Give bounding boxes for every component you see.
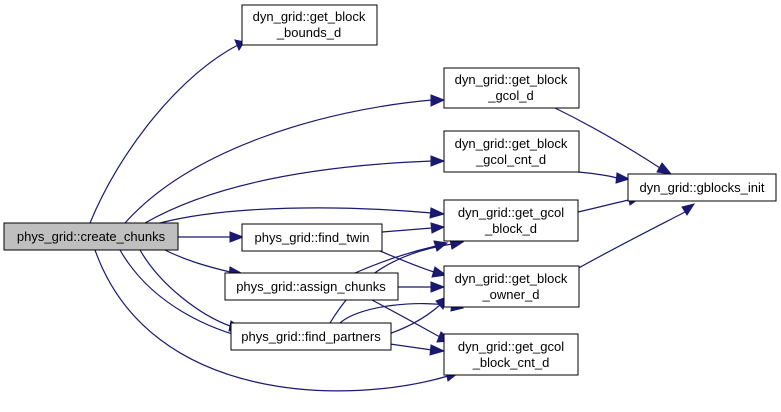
node-get-block-gcol-cnt-d-box xyxy=(443,130,580,173)
node-gblocks-init[interactable]: dyn_grid::gblocks_init xyxy=(627,173,777,202)
node-get-gcol-block-d[interactable]: dyn_grid::get_gcol _block_d xyxy=(443,199,579,242)
node-get-block-bounds-d-label-line1: dyn_grid::get_block xyxy=(253,9,366,24)
node-get-gcol-block-d-box xyxy=(443,199,579,242)
node-get-block-owner-d[interactable]: dyn_grid::get_block _owner_d xyxy=(443,265,580,308)
node-create-chunks-label: phys_grid::create_chunks xyxy=(17,229,166,244)
node-get-block-owner-d-label-line2: _owner_d xyxy=(481,287,539,302)
node-get-gcol-block-cnt-d[interactable]: dyn_grid::get_gcol _block_cnt_d xyxy=(443,333,579,376)
node-gblocks-init-label: dyn_grid::gblocks_init xyxy=(639,180,764,195)
node-get-block-gcol-cnt-d[interactable]: dyn_grid::get_block _gcol_cnt_d xyxy=(443,130,580,173)
edge-create-chunks-to-get-block-gcol xyxy=(124,94,446,224)
edge-get-block-gcol-cnt-to-gblocks-init xyxy=(577,171,631,184)
node-get-gcol-block-d-label-line2: _block_d xyxy=(484,221,537,236)
edge-get-block-gcol-to-gblocks-init xyxy=(554,107,673,175)
edge-create-chunks-to-get-gcol-block xyxy=(159,207,446,224)
node-get-block-gcol-d-box xyxy=(443,67,580,109)
node-get-gcol-block-cnt-d-label-line2: _block_cnt_d xyxy=(472,355,550,370)
node-gblocks-init-box xyxy=(627,173,777,202)
edge-create-chunks-to-get-gcol-block-cnt xyxy=(94,249,460,392)
node-find-twin-box xyxy=(241,223,383,252)
node-get-block-gcol-d-label-line1: dyn_grid::get_block xyxy=(455,72,568,87)
node-get-block-owner-d-label-line1: dyn_grid::get_block xyxy=(455,271,568,286)
node-assign-chunks[interactable]: phys_grid::assign_chunks xyxy=(224,272,399,301)
edge-create-chunks-to-get-block-bounds xyxy=(89,39,245,224)
node-get-block-gcol-d[interactable]: dyn_grid::get_block _gcol_d xyxy=(443,67,580,109)
node-get-block-bounds-d-box xyxy=(241,4,378,46)
node-find-partners-label: phys_grid::find_partners xyxy=(241,329,381,344)
node-find-partners[interactable]: phys_grid::find_partners xyxy=(230,322,392,351)
node-find-twin[interactable]: phys_grid::find_twin xyxy=(241,223,383,252)
node-assign-chunks-box xyxy=(224,272,399,301)
edge-create-chunks-to-find-twin xyxy=(178,231,245,243)
node-get-block-bounds-d-label-line2: _bounds_d xyxy=(276,25,341,40)
node-get-block-owner-d-box xyxy=(443,265,580,308)
edge-create-chunks-to-get-block-gcol-cnt xyxy=(144,155,446,224)
edges xyxy=(89,39,696,392)
node-get-gcol-block-cnt-d-box xyxy=(443,333,579,376)
node-get-block-bounds-d[interactable]: dyn_grid::get_block _bounds_d xyxy=(241,4,378,46)
node-create-chunks[interactable]: phys_grid::create_chunks xyxy=(3,222,179,251)
node-find-twin-label: phys_grid::find_twin xyxy=(255,230,370,245)
node-create-chunks-box xyxy=(3,222,179,251)
edge-get-block-owner-to-gblocks-init xyxy=(574,203,696,271)
node-assign-chunks-label: phys_grid::assign_chunks xyxy=(236,279,386,294)
node-find-partners-box xyxy=(230,322,392,351)
node-get-block-gcol-cnt-d-label-line1: dyn_grid::get_block xyxy=(455,136,568,151)
edge-find-twin-to-get-gcol-block xyxy=(381,222,446,234)
edge-assign-chunks-to-get-block-owner xyxy=(398,281,446,293)
edge-find-partners-to-get-gcol-block-cnt xyxy=(389,343,446,356)
nodes: phys_grid::create_chunks phys_grid::find… xyxy=(3,4,777,376)
node-get-block-gcol-d-label-line2: _gcol_d xyxy=(487,88,534,103)
node-get-gcol-block-d-label-line1: dyn_grid::get_gcol xyxy=(458,205,564,220)
node-get-gcol-block-cnt-d-label-line1: dyn_grid::get_gcol xyxy=(458,339,564,354)
node-get-block-gcol-cnt-d-label-line2: _gcol_cnt_d xyxy=(475,152,546,167)
